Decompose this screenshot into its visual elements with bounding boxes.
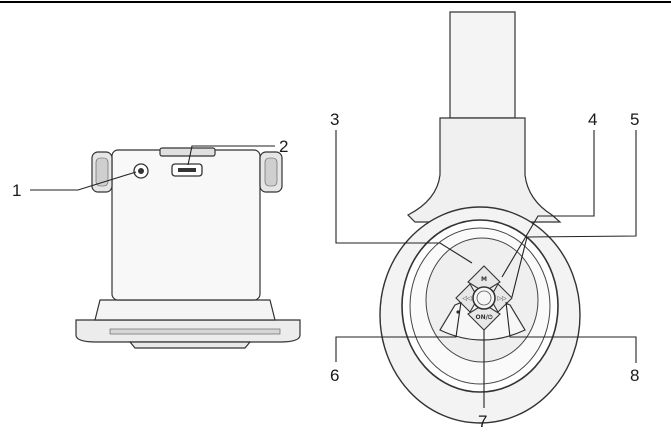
side-ear-pad-rim xyxy=(109,328,281,335)
next-button-label: ▷▷ xyxy=(497,295,507,302)
callout-line-3 xyxy=(335,130,473,264)
front-view-headphone: M ◁◁ ▷▷ ON/⏻ xyxy=(379,11,581,424)
audio-jack-hole xyxy=(138,168,144,174)
callout-number-2: 2 xyxy=(279,137,288,156)
callout-line-6 xyxy=(335,301,462,362)
side-cup-body xyxy=(94,299,276,321)
side-view-headphone xyxy=(75,147,301,349)
control-buttons: M ◁◁ ▷▷ ON/⏻ xyxy=(455,265,513,331)
side-left-knob-inner xyxy=(95,157,109,187)
callout-number-3: 3 xyxy=(330,110,339,129)
callout-number-6: 6 xyxy=(330,366,339,385)
callout-number-1: 1 xyxy=(12,181,21,200)
headband-slider xyxy=(406,117,562,223)
mode-button-label: M xyxy=(481,276,487,283)
callout-line-1 xyxy=(30,171,137,191)
callout-number-4: 4 xyxy=(588,110,597,129)
callout-line-2 xyxy=(187,145,275,166)
callout-numbers: 1 2 3 4 5 6 7 8 xyxy=(12,110,639,431)
callout-line-8 xyxy=(505,301,637,363)
side-top-slot xyxy=(159,147,216,157)
headband xyxy=(449,11,516,119)
callout-number-8: 8 xyxy=(630,366,639,385)
callout-number-7: 7 xyxy=(478,412,487,431)
callout-number-5: 5 xyxy=(630,110,639,129)
previous-button-label: ◁◁ xyxy=(462,295,472,302)
usb-port-slot xyxy=(178,168,196,172)
callout-line-5 xyxy=(511,130,637,298)
led-indicator xyxy=(456,310,460,314)
side-ear-pad-base xyxy=(128,341,252,349)
callout-line-4 xyxy=(501,130,595,278)
callout-lines xyxy=(30,130,637,408)
side-right-knob-inner xyxy=(264,157,278,187)
play-pause-button[interactable] xyxy=(472,286,496,310)
play-pause-button-inner xyxy=(476,290,492,306)
power-button-label: ON/⏻ xyxy=(475,314,492,321)
